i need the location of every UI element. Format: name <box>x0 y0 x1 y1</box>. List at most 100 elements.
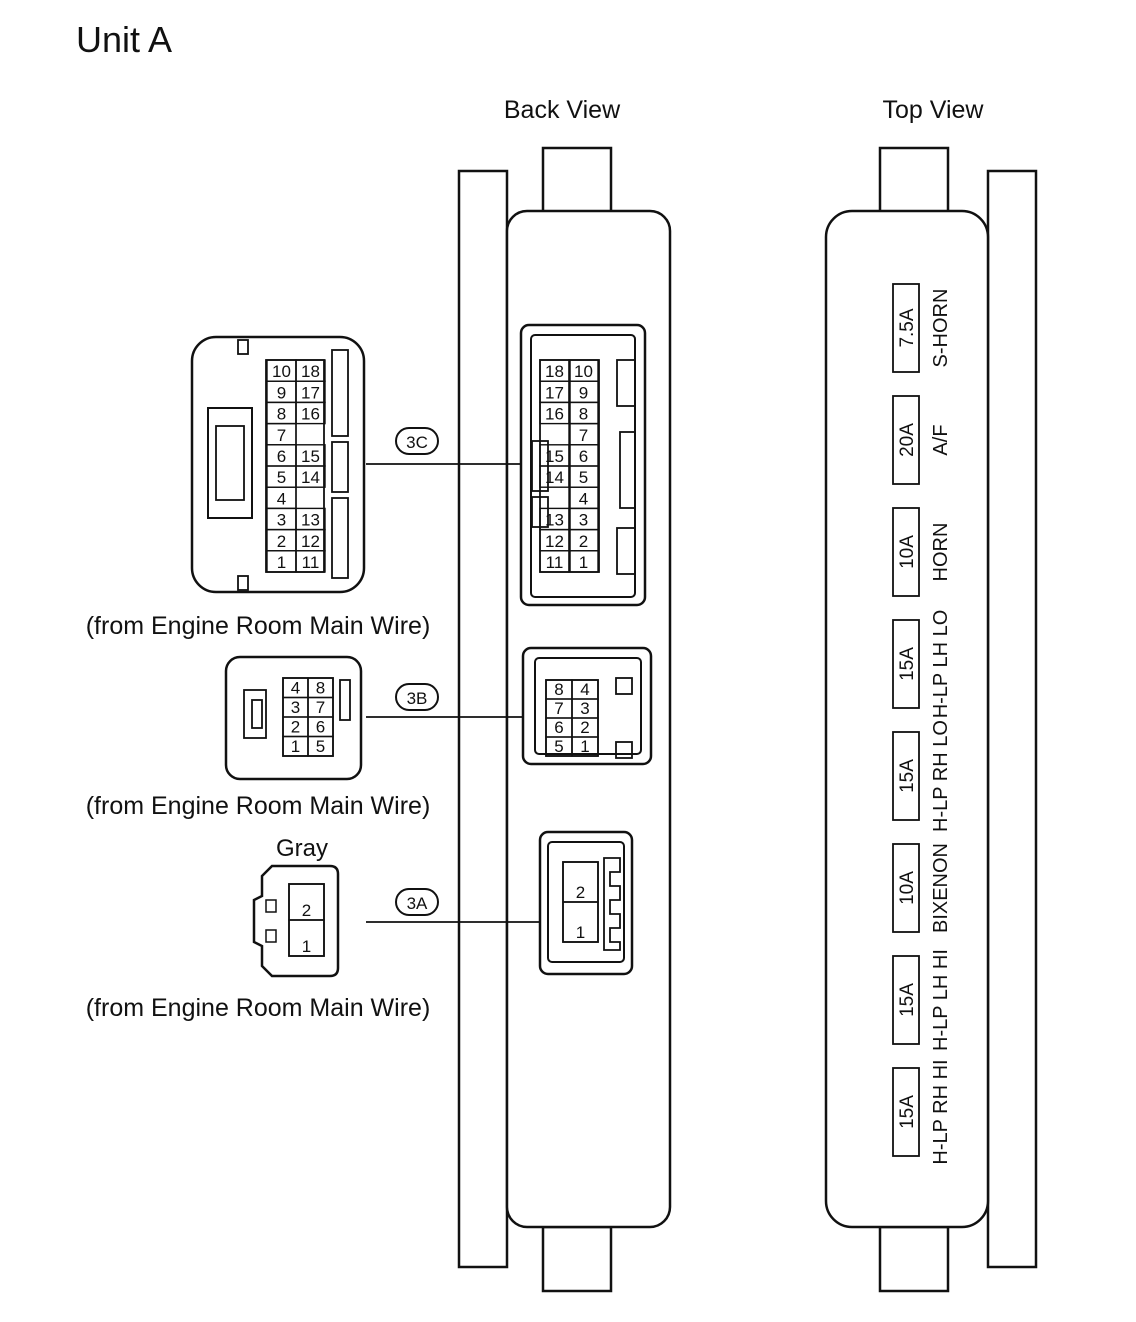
pin-label: 14 <box>301 468 320 487</box>
fuse-name: H-LP RH HI <box>930 1059 952 1164</box>
pin-label: 15 <box>301 447 320 466</box>
fuse-item: 15A H-LP RH HI <box>892 1059 952 1165</box>
fuse-amperage: 10A <box>897 535 918 569</box>
pin-label: 5 <box>277 468 286 487</box>
pin-cell <box>295 401 326 425</box>
fuse-amperage: 20A <box>897 423 918 457</box>
connector-3a-color: Gray <box>276 835 328 862</box>
pin-label: 12 <box>301 532 320 551</box>
pin-label: 9 <box>277 383 286 402</box>
fuse-slot <box>892 395 920 485</box>
pin-label: 16 <box>301 405 320 424</box>
pin-label: 4 <box>579 489 588 508</box>
pin-label: 1 <box>576 923 585 942</box>
fuse-item: 15A H-LP LH HI <box>892 949 952 1051</box>
connector-3a-face <box>252 864 340 978</box>
pin-label: 3 <box>579 511 588 530</box>
back-3a-pin-grid: 21 <box>562 861 599 943</box>
fuse-name: S-HORN <box>930 289 952 368</box>
pin-label: 11 <box>546 553 564 572</box>
pin-label: 5 <box>579 468 588 487</box>
page-title: Unit A <box>76 19 172 60</box>
fuse-slot <box>892 507 920 597</box>
pin-label: 4 <box>580 680 589 699</box>
pin-label: 4 <box>277 489 286 508</box>
pin-label: 7 <box>316 698 325 717</box>
pin-label: 14 <box>545 468 564 487</box>
callout-3a-label: 3A <box>407 894 428 913</box>
pin-cell <box>568 550 599 573</box>
fuse-item: 7.5A S-HORN <box>892 283 952 373</box>
pin-label: 2 <box>302 901 311 920</box>
connector-3a-source: (from Engine Room Main Wire) <box>86 994 431 1022</box>
pin-label: 1 <box>579 553 588 572</box>
fuse-name: H-LP LH LO <box>930 610 952 719</box>
fuse-item: 15A H-LP LH LO <box>892 610 952 719</box>
fuse-item: 10A BIXENON <box>892 843 952 933</box>
pin-cell <box>295 465 326 488</box>
fuse-slot <box>892 283 920 373</box>
pin-label: 9 <box>579 383 588 402</box>
fuse-slot <box>892 619 920 709</box>
fuse-name: BIXENON <box>930 843 952 933</box>
fuse-amperage: 7.5A <box>897 308 918 347</box>
pin-label: 12 <box>545 532 564 551</box>
pin-label: 18 <box>301 362 320 381</box>
pin-label: 8 <box>579 405 588 424</box>
pin-label: 15 <box>545 447 564 466</box>
pin-label: 1 <box>580 737 589 756</box>
callout-3b: 3B <box>395 683 439 711</box>
pin-label: 5 <box>316 737 325 756</box>
pin-label: 7 <box>579 426 588 445</box>
pin-label: 6 <box>554 718 563 737</box>
fuse-amperage: 10A <box>897 871 918 905</box>
fuse-amperage: 15A <box>897 759 918 793</box>
pin-cell <box>562 901 599 943</box>
pin-label: 6 <box>316 718 325 737</box>
fuse-name: H-LP RH LO <box>930 720 952 832</box>
pin-label: 8 <box>316 679 325 698</box>
top-view-label: Top View <box>883 96 985 124</box>
pin-label: 10 <box>272 362 291 381</box>
top-view-housing <box>824 146 1038 1293</box>
back-connector-3a <box>538 830 634 976</box>
fuse-amperage: 15A <box>897 983 918 1017</box>
callout-3b-label: 3B <box>407 689 428 708</box>
pin-cell <box>571 736 599 757</box>
fuse-name: HORN <box>930 523 952 582</box>
pin-cell <box>307 735 334 757</box>
fuse-amperage: 15A <box>897 647 918 681</box>
pin-label: 3 <box>277 511 286 530</box>
pin-label: 8 <box>277 405 286 424</box>
pin-label: 3 <box>291 698 300 717</box>
pin-label: 8 <box>554 680 563 699</box>
fuse-amperage: 15A <box>897 1095 918 1129</box>
pin-label: 6 <box>277 447 286 466</box>
pin-label: 1 <box>277 553 286 572</box>
pin-cell <box>288 919 325 957</box>
fuse-slot <box>892 731 920 821</box>
connector-3c-source: (from Engine Room Main Wire) <box>86 612 431 640</box>
callout-3c-label: 3C <box>406 433 428 452</box>
pin-label: 1 <box>302 937 311 956</box>
fuse-item: 15A H-LP RH LO <box>892 720 952 832</box>
connector-3b-source: (from Engine Room Main Wire) <box>86 792 431 820</box>
fuse-name: H-LP LH HI <box>930 949 952 1051</box>
pin-label: 16 <box>545 405 564 424</box>
pin-label: 3 <box>580 699 589 718</box>
pin-label: 2 <box>579 532 588 551</box>
pin-label: 17 <box>545 383 564 402</box>
left-3a-pin-grid: 21 <box>288 883 325 957</box>
pin-label: 10 <box>574 362 593 381</box>
fuse-slot <box>892 1067 920 1157</box>
fuse-item: 10A HORN <box>892 507 952 597</box>
fuse-slot <box>892 843 920 933</box>
pin-label: 2 <box>277 532 286 551</box>
back-view-label: Back View <box>504 96 621 124</box>
pin-label: 2 <box>291 718 300 737</box>
